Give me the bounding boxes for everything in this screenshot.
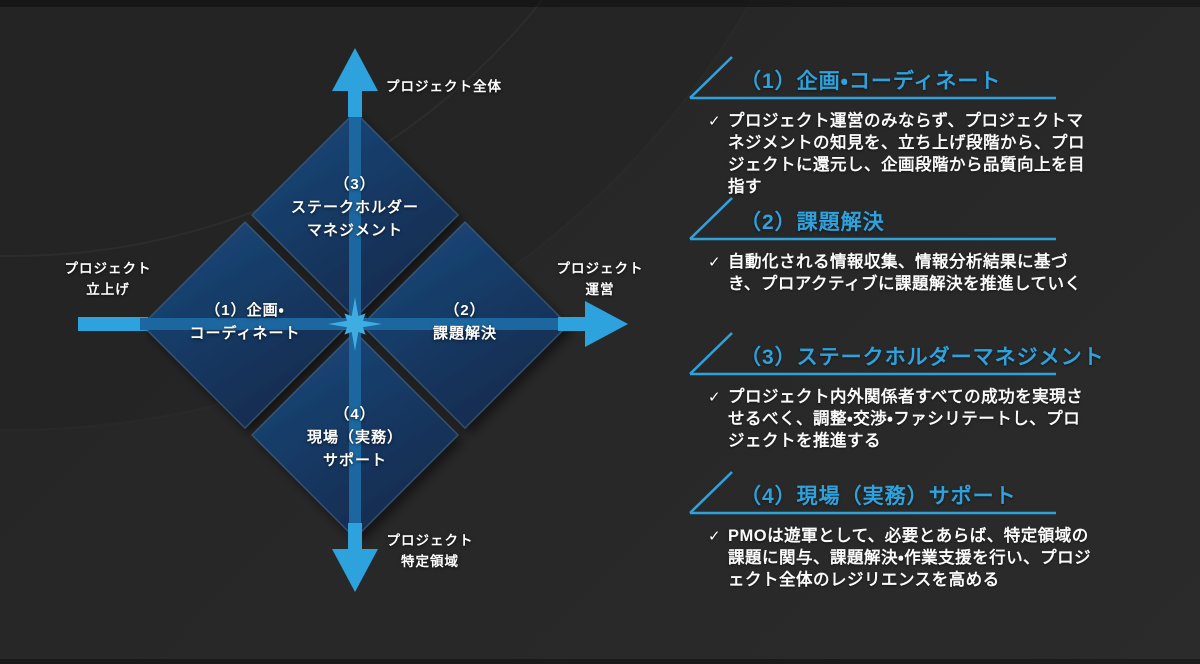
quadrant-label-field-support: （4） 現場（実務） サポート (306, 406, 403, 469)
check-icon: ✓ (708, 528, 722, 545)
section-title: （2）課題解決 (740, 211, 885, 234)
section-planning-coordinate: （1）企画・コーディネート ✓ プロジェクト運営のみならず、プロジェクトマネジメ… (688, 55, 1140, 198)
check-icon: ✓ (708, 254, 722, 271)
section-body: ✓ PMOは遊軍として、必要とあらば、特定領域の課題に関与、課題解決・作業支援を… (708, 525, 1094, 591)
quadrant-label-stakeholder: （3） ステークホルダー マネジメント (290, 176, 419, 239)
section-header: （3）ステークホルダーマネジメント (688, 331, 1140, 377)
section-slash-underline-icon (689, 471, 1056, 515)
up-arrow-icon (332, 48, 378, 117)
check-icon: ✓ (708, 389, 722, 406)
axis-label-bottom: プロジェクト 特定領域 (386, 533, 474, 569)
section-header: （4）現場（実務）サポート (688, 470, 1140, 516)
quadrant-label-planning: （1）企画・ コーディネート (189, 302, 301, 342)
section-body-text: プロジェクト内外関係者すべての成功を実現させるべく、調整・交渉・ファシリテートし… (728, 388, 1084, 450)
axis-label-top: プロジェクト全体 (386, 79, 502, 94)
section-body-text: 自動化される情報収集、情報分析結果に基づき、プロアクティブに課題解決を推進してい… (728, 253, 1082, 293)
section-header: （1）企画・コーディネート (688, 55, 1140, 101)
left-axis-bar (78, 317, 148, 331)
quadrant-diagram (78, 48, 628, 592)
section-header: （2）課題解決 (688, 196, 1140, 242)
section-slash-underline-icon (689, 332, 1056, 376)
section-body-text: PMOは遊軍として、必要とあらば、特定領域の課題に関与、課題解決・作業支援を行い… (728, 527, 1092, 589)
section-body: ✓ プロジェクト運営のみならず、プロジェクトマネジメントの知見を、立ち上げ段階か… (708, 110, 1094, 198)
down-arrow-icon (332, 523, 378, 592)
section-field-support: （4）現場（実務）サポート ✓ PMOは遊軍として、必要とあらば、特定領域の課題… (688, 470, 1140, 591)
section-title: （3）ステークホルダーマネジメント (740, 346, 1105, 369)
section-slash-underline-icon (689, 197, 1056, 241)
section-body: ✓ 自動化される情報収集、情報分析結果に基づき、プロアクティブに課題解決を推進し… (708, 251, 1094, 295)
bottom-edge-strip (0, 659, 1200, 664)
axis-label-left: プロジェクト 立上げ (64, 261, 152, 297)
section-body-text: プロジェクト運営のみならず、プロジェクトマネジメントの知見を、立ち上げ段階から、… (728, 112, 1085, 196)
section-title: （4）現場（実務）サポート (740, 485, 1017, 508)
axis-label-right: プロジェクト 運営 (556, 261, 644, 297)
section-body: ✓ プロジェクト内外関係者すべての成功を実現させるべく、調整・交渉・ファシリテー… (708, 386, 1094, 452)
section-issue-solving: （2）課題解決 ✓ 自動化される情報収集、情報分析結果に基づき、プロアクティブに… (688, 196, 1140, 295)
quadrant-label-issue-solving: （2） 課題解決 (432, 302, 497, 342)
center-star-icon (328, 297, 382, 351)
right-arrow-icon (558, 301, 628, 347)
section-title: （1）企画・コーディネート (740, 70, 1002, 93)
top-edge-strip (0, 0, 1200, 7)
section-stakeholder-management: （3）ステークホルダーマネジメント ✓ プロジェクト内外関係者すべての成功を実現… (688, 331, 1140, 452)
check-icon: ✓ (708, 113, 722, 130)
section-slash-underline-icon (689, 56, 1056, 100)
